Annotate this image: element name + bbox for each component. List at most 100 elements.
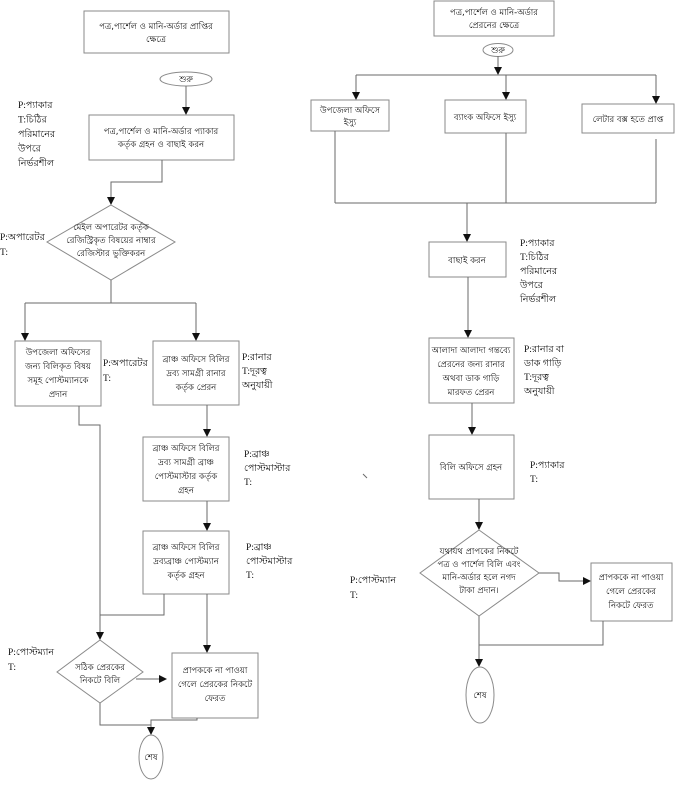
left-return-text: প্রাপককে না পাওয়াগেলে প্রেরকের নিকটেফের…	[178, 666, 254, 704]
text-line: মানি-অর্ডার হলে নগদ	[441, 572, 516, 583]
text-line: দ্রব্যব্রাঞ্চ পোস্টম্যান	[152, 555, 220, 567]
left-packer-note: P:প্যাকার T:চিঠির পরিমানের উপরেনির্ভরশীল	[17, 101, 56, 169]
right-title: পত্র,পার্শেল ও মানি-অর্ডার প্রেরনের ক্ষেত…	[450, 7, 539, 31]
text-line: কর্তৃক প্রেরন	[175, 382, 217, 393]
right-deliver-text: যথাযথ প্রাপকের নিকটেপত্র ও পার্শেল বিলি …	[438, 545, 521, 596]
text-line: পত্র,পার্শেল ও মানি-অর্ডার প্রাপ্তির	[99, 21, 214, 32]
text-line: P:প্যাকার	[18, 101, 53, 111]
connector	[100, 594, 165, 616]
text-line: কর্তৃক গ্রহন	[167, 570, 206, 581]
text-line: T:দূরত্ব	[242, 367, 268, 377]
text-line: P:রানার	[242, 353, 272, 363]
text-line: জন্য বিলিকৃত বিষয়	[24, 361, 92, 372]
text-line: পত্র,পার্শেল ও মানি-অর্ডার	[450, 7, 539, 18]
text-line: রেজিস্ট্রিকৃত বিষয়ের নাম্বার	[66, 235, 157, 246]
text-line: P:অপারেটর	[0, 230, 46, 243]
text-line: প্রেরনের ক্ষেত্রে	[469, 21, 520, 31]
text-line: প্রাপককে না পাওয়া	[599, 573, 664, 583]
text-line: P:ব্রাঞ্চ	[244, 450, 270, 460]
left-end-label: শেষ	[144, 753, 158, 763]
text-line: কর্তৃক গ্রহন ও বাছাই করন	[117, 139, 205, 150]
left-title: পত্র,পার্শেল ও মানি-অর্ডার প্রাপ্তির ক্ষে…	[99, 21, 214, 45]
text-line: উপরে	[17, 142, 42, 155]
text-line: দ্রব্য সামগ্রী রানার	[165, 367, 227, 379]
text-line: ইস্যু	[343, 117, 357, 128]
text-line: পরিমানের	[18, 128, 56, 140]
right-letterbox-box	[581, 103, 675, 134]
text-line: নির্ভরশীল	[17, 156, 55, 169]
text-line: বাছাই করন	[447, 255, 487, 266]
text-line: অনুযায়ী	[523, 384, 555, 397]
right-start-label: শুরু	[490, 46, 506, 56]
text-line: বিলি অফিসে গ্রহন	[439, 462, 503, 473]
text-line: P:প্যাকার	[520, 239, 555, 249]
text-line: পরিমানের	[520, 265, 558, 277]
text-line: ক্ষেত্রে	[146, 35, 167, 45]
right-sort-box	[428, 241, 507, 278]
text-line: উপরে	[519, 278, 544, 291]
right-title-box	[433, 0, 555, 37]
text-line: টাকা প্রদান।	[458, 584, 499, 596]
right-upazila-issue-text: উপজেলা অফিসেইস্যু	[319, 104, 381, 128]
left-flow: পত্র,পার্শেল ও মানি-অর্ডার প্রাপ্তির ক্ষে…	[0, 10, 293, 780]
text-line: প্রাপককে না পাওয়া	[183, 666, 248, 676]
connector	[78, 406, 104, 640]
text-line: P:অপারেটর	[103, 356, 149, 369]
right-end-terminal	[465, 666, 495, 724]
connector	[107, 160, 163, 205]
text-line: মেইল অপারেটর কর্তৃক	[73, 221, 150, 233]
left-end-terminal	[138, 734, 164, 780]
left-receive-box	[88, 114, 235, 161]
text-line: P:ব্রাঞ্চ	[246, 543, 272, 553]
text-line: P:রানার বা	[524, 345, 565, 355]
stray-mark	[362, 473, 368, 479]
left-return-box	[171, 652, 259, 719]
text-line: গ্রহন	[178, 486, 195, 496]
text-line: T:দূরত্ব	[524, 373, 550, 383]
text-line: অনুযায়ী	[241, 378, 273, 391]
text-line: T:চিঠির	[18, 113, 48, 126]
left-operator-note-2: P:অপারেটর T:	[103, 356, 149, 384]
text-line: পত্র,পার্শেল ও মানি-অর্ডার প্যাকার	[104, 126, 220, 137]
connector	[539, 572, 591, 585]
text-line: সমূহ পোস্টম্যানকে	[27, 374, 90, 386]
right-sort-text: বাছাই করন	[447, 255, 487, 266]
text-line: T:	[103, 374, 111, 384]
text-line: প্রদান	[49, 390, 68, 400]
text-line: P:পোস্টম্যান	[350, 573, 397, 586]
text-line: ব্রাঞ্চ অফিসে বিলির	[152, 443, 221, 454]
text-line: পত্র ও পার্শেল বিলি এবং	[438, 559, 521, 570]
connector	[99, 703, 151, 726]
left-register-text: মেইল অপারেটর কর্তৃক রেজিস্ট্রিকৃত বিষয়ের…	[66, 221, 157, 259]
text-line: প্রেরনের জন্য রানার	[437, 360, 506, 370]
text-line: পোস্টমাস্টার	[244, 461, 291, 474]
right-upazila-issue-box	[310, 99, 390, 132]
text-line: T:	[244, 478, 252, 488]
right-office-receive-text: বিলি অফিসে গ্রহন	[439, 462, 503, 473]
text-line: পোস্টমাস্টার কর্তৃক	[155, 470, 218, 482]
text-line: রেজিস্টার ভুক্তিকরন	[77, 247, 146, 259]
left-postman-receive-box	[142, 530, 230, 595]
text-line: গেলে প্রেরকের	[606, 587, 657, 597]
left-upazila-box	[14, 340, 102, 407]
connector	[479, 621, 604, 646]
text-line: ফেরত	[205, 694, 226, 704]
text-line: আলাদা আলাদা গন্তব্যে	[431, 346, 511, 356]
left-title-box	[83, 10, 230, 54]
text-line: P:পোস্টম্যান	[8, 645, 55, 658]
text-line: ব্রাঞ্চ অফিসে বিলির	[162, 354, 231, 365]
text-line: মারফত প্রেরন	[447, 388, 496, 398]
